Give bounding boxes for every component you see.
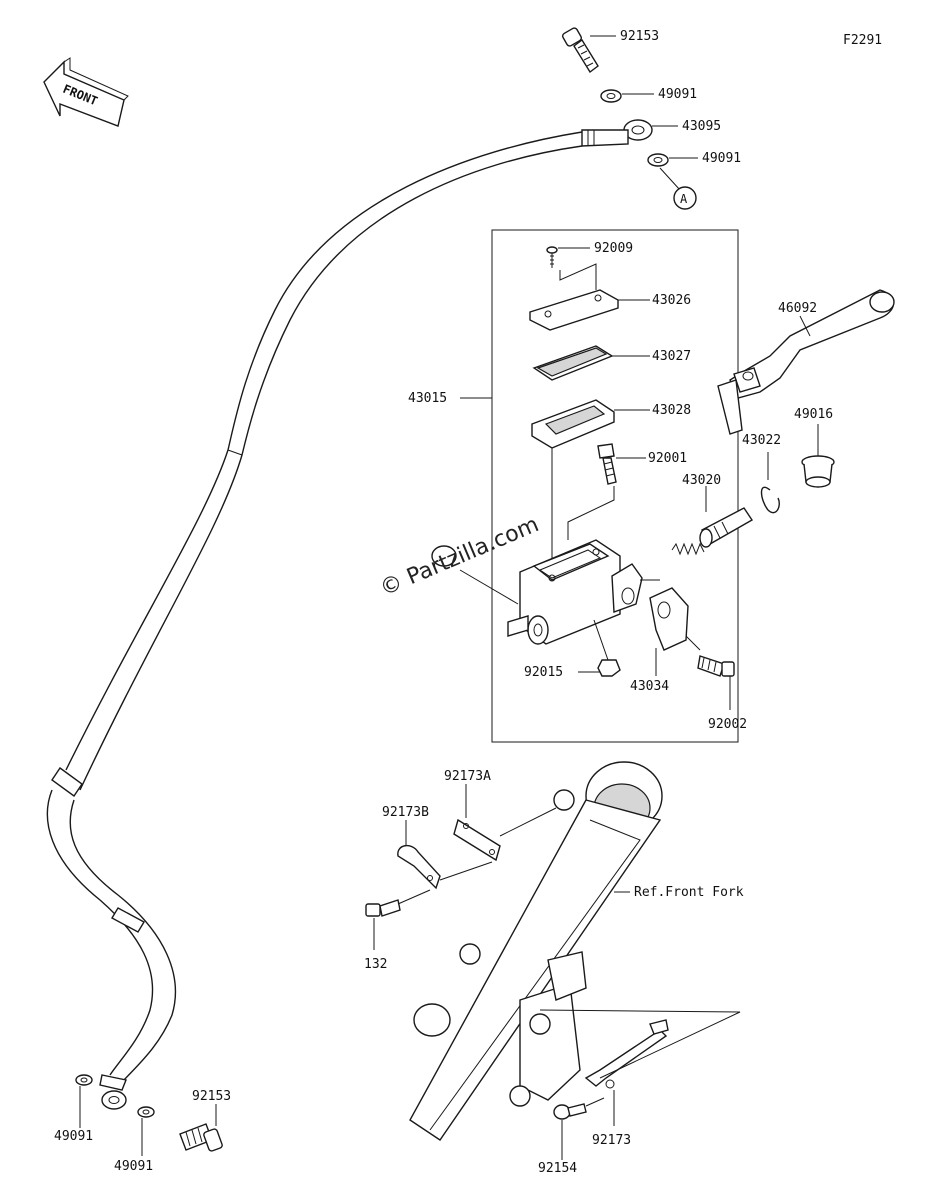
- front-arrow-icon: FRONT: [43, 57, 129, 127]
- label-49091-bottom2: 49091: [114, 1159, 153, 1174]
- screw-92009: [546, 246, 558, 268]
- label-46092: 46092: [778, 301, 817, 316]
- clamp-43034: [649, 587, 689, 651]
- bracket-92173A: [453, 818, 501, 862]
- label-92001: 92001: [648, 451, 687, 466]
- label-92002: 92002: [708, 717, 747, 732]
- bolt-132: [365, 899, 401, 917]
- banjo-bolt-top: [561, 27, 599, 74]
- clip-92173B: [397, 845, 441, 890]
- washer-top-1: [600, 89, 622, 103]
- label-92009: 92009: [594, 241, 633, 256]
- washer-top-2: [647, 153, 669, 167]
- label-49091-top1: 49091: [658, 87, 697, 102]
- label-92173A: 92173A: [444, 769, 491, 784]
- master-cylinder-box: [491, 229, 739, 743]
- label-43015: 43015: [408, 391, 447, 406]
- label-49016: 49016: [794, 407, 833, 422]
- label-49091-bottom1: 49091: [54, 1129, 93, 1144]
- bolt-92001: [597, 443, 617, 485]
- bolt-92002: [697, 655, 735, 677]
- screw-92154: [553, 1103, 587, 1120]
- reservoir-cap: [529, 289, 619, 331]
- label-92015: 92015: [524, 665, 563, 680]
- banjo-fitting-43095: [581, 119, 653, 147]
- figure-code: F2291: [843, 33, 882, 48]
- label-132: 132: [364, 957, 387, 972]
- callout-a: [673, 186, 697, 210]
- callout-a-letter: A: [680, 192, 688, 206]
- label-43028: 43028: [652, 403, 691, 418]
- watermark: © Partzilla.com: [377, 512, 543, 601]
- label-92153-bottom: 92153: [192, 1089, 231, 1104]
- label-92154: 92154: [538, 1161, 577, 1176]
- washer-bottom-1: [75, 1074, 93, 1086]
- banjo-bolt-bottom: [179, 1123, 223, 1152]
- piston-43020: [671, 507, 753, 556]
- master-cylinder-body: [507, 539, 643, 645]
- guide-92173: [584, 1019, 669, 1089]
- label-92173: 92173: [592, 1133, 631, 1148]
- washer-bottom-2: [137, 1106, 155, 1118]
- brake-lever-46092: [717, 289, 895, 435]
- brake-hose: [46, 131, 583, 1091]
- label-43026: 43026: [652, 293, 691, 308]
- label-43022: 43022: [742, 433, 781, 448]
- label-43020: 43020: [682, 473, 721, 488]
- bushing-49016: [801, 455, 835, 488]
- banjo-fitting-bottom: [101, 1090, 127, 1110]
- nut-92015: [597, 659, 621, 677]
- front-fork-outer: [409, 761, 663, 1141]
- label-43095: 43095: [682, 119, 721, 134]
- label-49091-top2: 49091: [702, 151, 741, 166]
- label-92173B: 92173B: [382, 805, 429, 820]
- label-ref-front-fork: Ref.Front Fork: [634, 885, 744, 900]
- label-43034: 43034: [630, 679, 669, 694]
- label-92153-top: 92153: [620, 29, 659, 44]
- label-43027: 43027: [652, 349, 691, 364]
- circlip-43022: [760, 486, 780, 514]
